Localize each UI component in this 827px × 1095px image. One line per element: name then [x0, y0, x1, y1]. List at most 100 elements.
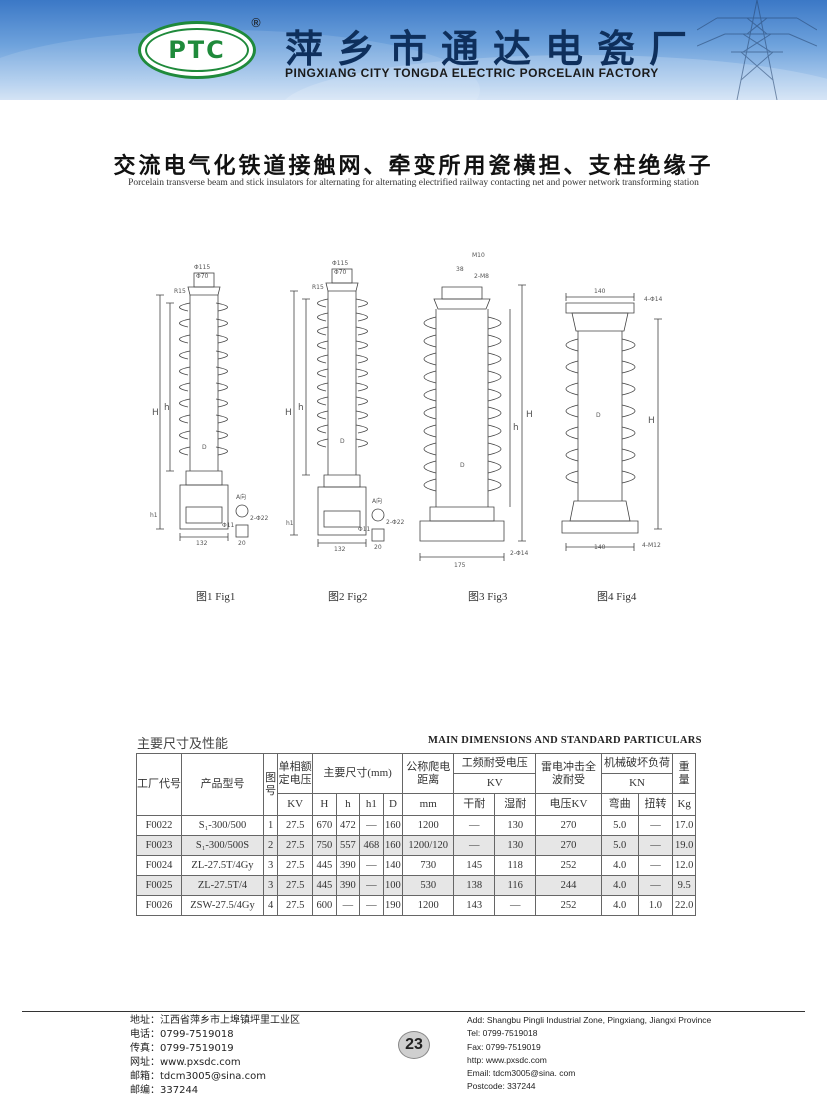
cell-torsion: —: [637, 835, 674, 856]
cell-kv: 27.5: [277, 895, 314, 916]
header-weight-unit: Kg: [672, 793, 696, 816]
cell-bend: 4.0: [600, 875, 639, 896]
cell-dry: —: [453, 815, 496, 836]
cell-bend: 5.0: [600, 835, 639, 856]
cell-weight: 12.0: [672, 855, 696, 876]
page-title-en: Porcelain transverse beam and stick insu…: [128, 178, 699, 188]
cell-code: F0023: [135, 835, 183, 856]
fig2-caption: 图2 Fig2: [328, 591, 368, 603]
cell-impulse: 252: [535, 895, 602, 916]
header-pf-unit: KV: [453, 773, 537, 794]
fig4-label-holes-top: 4-Φ14: [644, 296, 663, 303]
cell-h: 750: [312, 835, 337, 856]
cell-bend: 4.0: [600, 855, 639, 876]
fig1-label-base: 132: [196, 540, 208, 547]
cell-torsion: —: [637, 855, 674, 876]
fig4-label-holes: 4-M12: [642, 542, 661, 549]
cell-torsion: 1.0: [637, 895, 674, 916]
fig2-label-h: H: [285, 408, 292, 418]
cell-h1: 468: [359, 835, 384, 856]
fig3-label-holes-top: 2-M8: [474, 273, 489, 280]
cell-kv: 27.5: [277, 815, 314, 836]
fig2-label-base: 132: [334, 546, 346, 553]
footer-fax-cn: 传真：0799-7519019: [130, 1043, 234, 1054]
fig1-label-top2: Φ70: [196, 273, 209, 280]
page-number: 23: [398, 1031, 430, 1059]
cell-d: 160: [382, 815, 404, 836]
cell-weight: 17.0: [672, 815, 696, 836]
fig3-label-h: H: [526, 410, 533, 420]
cell-fig: 1: [262, 815, 279, 836]
header-impulse-unit: 电压KV: [535, 793, 602, 816]
fig1-label-r: R15: [174, 288, 186, 295]
fig1-label-phi: Φ11: [222, 522, 235, 529]
cell-h1: —: [359, 875, 384, 896]
figure-4-labels: 140 4-Φ14 H D 140 4-M12: [594, 288, 663, 551]
cell-bend: 5.0: [600, 815, 639, 836]
cell-model: S₁-300/500S: [181, 835, 264, 856]
cell-code: F0025: [135, 875, 183, 896]
figure-4-drawing: [561, 293, 662, 551]
cell-kv: 27.5: [277, 855, 314, 876]
cell-wet: 130: [494, 835, 537, 856]
cell-code: F0022: [135, 815, 183, 836]
fig2-label-h2: h: [298, 403, 304, 413]
header-rated-voltage-unit: KV: [277, 793, 314, 816]
cell-code: F0024: [135, 855, 183, 876]
table-heading-en: MAIN DIMENSIONS AND STANDARD PARTICULARS: [428, 735, 702, 746]
header-model: 产品型号: [181, 753, 264, 816]
logo-text: PTC: [145, 28, 249, 72]
fig2-label-r: R15: [312, 284, 324, 291]
header-dim-H: H: [312, 793, 337, 816]
header-dim-h: h: [335, 793, 361, 816]
cell-h: 557: [335, 835, 361, 856]
specifications-table: 工厂代号 产品型号 图号 单相额定电压 主要尺寸(mm) 公称爬电距离 工频耐受…: [135, 753, 696, 916]
fig3-label-d: D: [460, 462, 465, 469]
fig3-label-base: 175: [454, 562, 466, 569]
fig4-label-h: H: [648, 416, 655, 426]
figure-2-labels: Φ115 Φ70 R15 H h D h1 132 A向 Φ11 2-Φ22 2…: [285, 260, 405, 553]
fig1-label-detail: A向: [236, 493, 246, 501]
fig1-label-h2: h: [164, 403, 170, 413]
factory-name-cn: 萍乡市通达电瓷厂: [285, 27, 702, 71]
fig2-label-detail: A向: [372, 497, 382, 505]
insulator-drawings: Φ115 Φ70 R15 H h D h1 132 A向 Φ11 2-Φ22 2…: [150, 252, 663, 569]
footer-postcode-en: Postcode: 337244: [467, 1081, 536, 1092]
header-factory-code: 工厂代号: [135, 753, 183, 816]
header-impulse: 雷电冲击全波耐受: [535, 753, 602, 794]
cell-torsion: —: [637, 815, 674, 836]
cell-creep: 730: [402, 855, 455, 876]
footer-divider: [22, 1011, 805, 1012]
header-mech-unit: KN: [600, 773, 674, 794]
footer-tel-en: Tel: 0799-7519018: [467, 1028, 538, 1039]
cell-kv: 27.5: [277, 835, 314, 856]
cell-model: ZL-27.5T/4Gy: [181, 855, 264, 876]
header-fig-no: 图号: [262, 753, 279, 816]
cell-h1: —: [359, 815, 384, 836]
header-dim-D: D: [382, 793, 404, 816]
cell-wet: 116: [494, 875, 537, 896]
factory-name-en: PINGXIANG CITY TONGDA ELECTRIC PORCELAIN…: [285, 66, 659, 80]
header-weight: 重量: [672, 753, 696, 794]
footer-fax-en: Fax: 0799-7519019: [467, 1041, 541, 1052]
fig4-label-top: 140: [594, 288, 606, 295]
cell-d: 100: [382, 875, 404, 896]
fig3-label-h2: h: [513, 423, 519, 433]
header-mech-torsion: 扭转: [637, 793, 674, 816]
header-pf-wet: 湿耐: [494, 793, 537, 816]
cell-creep: 530: [402, 875, 455, 896]
cell-dry: 138: [453, 875, 496, 896]
cell-impulse: 270: [535, 835, 602, 856]
header-rated-voltage: 单相额定电压: [277, 753, 314, 794]
fig2-label-top2: Φ70: [334, 269, 347, 276]
header-mech: 机械破坏负荷: [600, 753, 674, 774]
footer-email-en: Email: tdcm3005@sina. com: [467, 1068, 576, 1079]
company-logo: PTC: [138, 21, 256, 79]
footer-address-en: Add: Shangbu Pingli Industrial Zone, Pin…: [467, 1015, 712, 1025]
fig3-label-top: 38: [456, 266, 464, 273]
figure-3-labels: M10 38 2-M8 H h D 175 2-Φ14: [454, 252, 533, 569]
